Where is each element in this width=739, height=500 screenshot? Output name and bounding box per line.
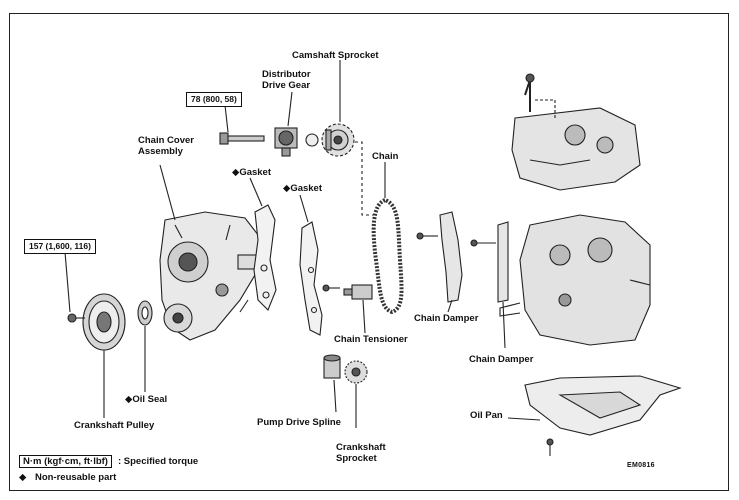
- torque-leader-pulley: [64, 251, 71, 313]
- chain-damper-1: [416, 211, 463, 303]
- unit-box: N·m (kgf·cm, ft·lbf): [19, 455, 112, 468]
- gasket-2: [299, 221, 323, 336]
- nonreusable-marker-icon: ◆: [232, 167, 240, 178]
- unit-description: : Specified torque: [117, 456, 199, 467]
- nonreusable-description: Non-reusable part: [34, 472, 117, 483]
- label-chain-damper-2: Chain Damper: [469, 354, 534, 365]
- label-camshaft-sprocket: Camshaft Sprocket: [292, 50, 379, 61]
- label-drive-gear: Drive Gear: [262, 80, 311, 91]
- torque-leader-upper: [224, 104, 229, 133]
- label-gasket-2: ◆Gasket: [283, 183, 322, 194]
- pulley-bolt: [67, 313, 85, 323]
- damper-1-leader: [447, 299, 453, 313]
- label-chain-cover-assembly: Assembly: [138, 146, 183, 157]
- oil-pan-leader: [507, 417, 541, 421]
- chain-damper-2: [470, 221, 509, 303]
- upper-bolt: [219, 132, 265, 145]
- gasket-1-leader: [249, 177, 263, 207]
- torque-spec-pulley: 157 (1,600, 116): [24, 239, 96, 254]
- label-distributor: Distributor: [262, 69, 311, 80]
- spline-leader: [333, 379, 337, 413]
- label-pump-drive-spline: Pump Drive Spline: [257, 417, 341, 428]
- tensioner-leader: [362, 299, 366, 334]
- label-chain: Chain: [372, 151, 399, 162]
- label-crankshaft: Crankshaft: [336, 442, 386, 453]
- timing-chain: [371, 197, 404, 315]
- label-oil-pan: Oil Pan: [470, 410, 503, 421]
- oil-pan: [524, 375, 682, 456]
- engine-block: [499, 214, 651, 346]
- label-crankshaft-pulley: Crankshaft Pulley: [74, 420, 155, 431]
- distributor-drive-gear: [274, 127, 319, 157]
- figure-code: EM0816: [627, 462, 655, 469]
- label-oil-seal: ◆Oil Seal: [125, 394, 168, 405]
- nonreusable-marker-icon: ◆: [19, 472, 27, 483]
- label-chain-damper-1: Chain Damper: [414, 313, 479, 324]
- pump-drive-spline: [323, 354, 341, 379]
- drive-gear-leader: [287, 91, 293, 127]
- damper-2-leader: [502, 301, 506, 349]
- legend-torque: N·m (kgf·cm, ft·lbf) : Specified torque: [19, 455, 199, 468]
- label-chain-cover: Chain Cover: [138, 135, 194, 146]
- chain-tensioner: [322, 284, 373, 300]
- torque-spec-upper: 78 (800, 58): [186, 92, 242, 107]
- gasket-2-leader: [299, 194, 309, 223]
- crankshaft-pulley: [82, 293, 126, 351]
- camshaft-sprocket: [321, 123, 355, 157]
- alignment-dashes: [355, 141, 378, 216]
- nonreusable-marker-icon: ◆: [125, 394, 133, 405]
- gasket-1: [253, 204, 277, 311]
- diagram-frame: [9, 13, 729, 491]
- legend-nonreusable: ◆ Non-reusable part: [19, 472, 116, 484]
- cylinder-head: [511, 73, 641, 191]
- chain-cover-assembly: [159, 211, 269, 341]
- crankshaft-sprocket: [344, 360, 368, 384]
- label-chain-tensioner: Chain Tensioner: [334, 334, 408, 345]
- oil-seal-part: [137, 300, 153, 326]
- label-gasket-1: ◆Gasket: [232, 167, 271, 178]
- nonreusable-marker-icon: ◆: [283, 183, 291, 194]
- label-sprocket: Sprocket: [336, 453, 377, 464]
- chain-cover-leader: [159, 164, 176, 221]
